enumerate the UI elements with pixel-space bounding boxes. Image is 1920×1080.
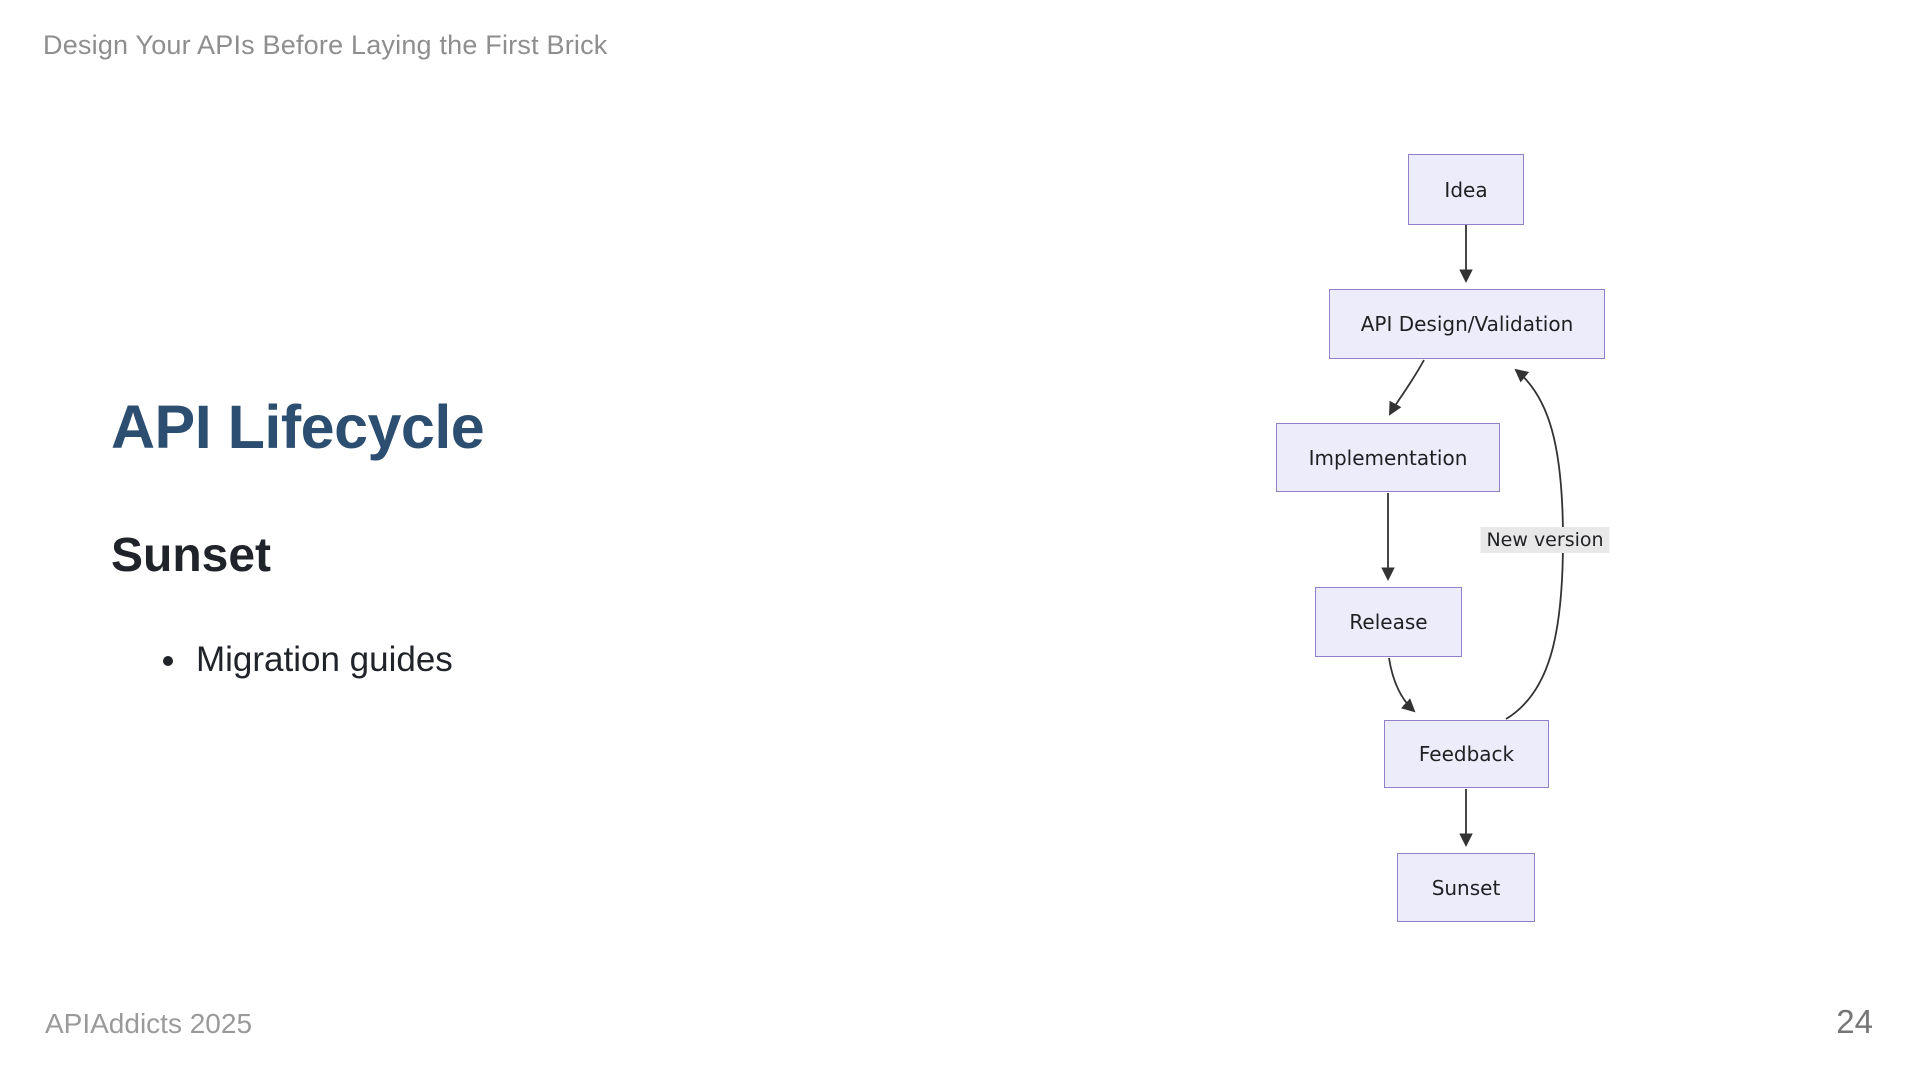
page-title: API Lifecycle	[111, 393, 485, 461]
node-implementation: Implementation	[1276, 423, 1500, 492]
node-release: Release	[1315, 587, 1462, 657]
node-feedback: Feedback	[1384, 720, 1549, 788]
node-feedback-label: Feedback	[1418, 742, 1515, 766]
footer-text: APIAddicts 2025	[45, 1008, 253, 1039]
bullet-item: Migration guides	[190, 640, 453, 680]
node-sunset-label: Sunset	[1431, 875, 1501, 900]
node-implementation-label: Implementation	[1308, 445, 1468, 470]
slide-header-note: Design Your APIs Before Laying the First…	[43, 30, 608, 60]
node-idea: Idea	[1408, 154, 1524, 225]
edge-label-new-version: New version	[1480, 527, 1610, 553]
bullet-list: Migration guides	[142, 640, 453, 680]
node-api-design: API Design/Validation	[1329, 289, 1605, 359]
node-idea-label: Idea	[1444, 177, 1488, 202]
node-api-design-label: API Design/Validation	[1360, 312, 1574, 336]
section-heading: Sunset	[111, 529, 272, 582]
node-sunset: Sunset	[1397, 853, 1535, 922]
edge-release-to-feedback	[1388, 657, 1416, 713]
node-release-label: Release	[1349, 610, 1428, 634]
page-number: 24	[1836, 1003, 1873, 1040]
edge-api-design-to-implementation	[1389, 359, 1425, 416]
